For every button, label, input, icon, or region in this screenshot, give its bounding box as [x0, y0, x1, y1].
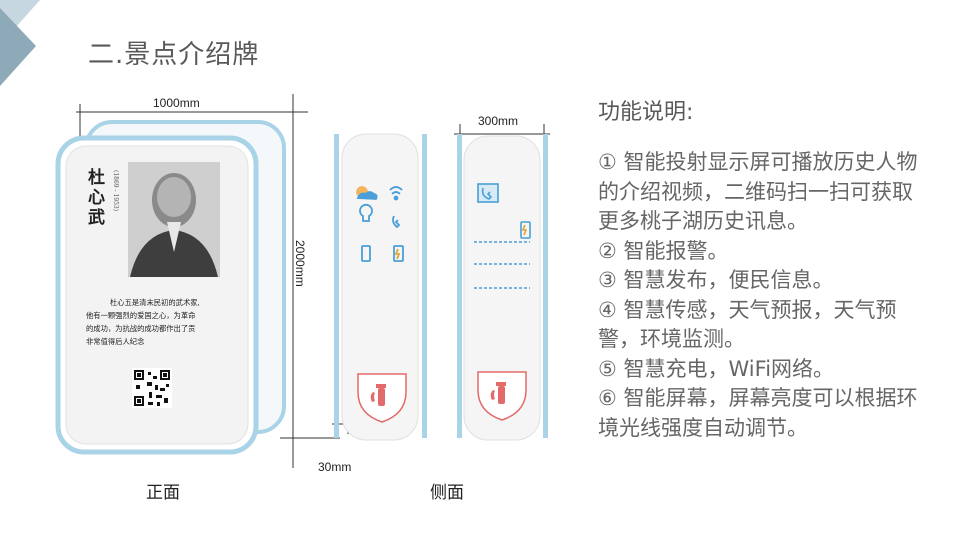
- bio-line: 杜心五是清末民初的武术家,: [110, 298, 200, 307]
- person-name: 杜心武: [88, 168, 105, 228]
- corner-decoration: [0, 0, 40, 86]
- function-item: ③ 智慧发布，便民信息。: [598, 268, 834, 292]
- front-view-drawing: [55, 94, 340, 468]
- height-dimension-label: 2000mm: [293, 240, 307, 287]
- function-item: ② 智能报警。: [598, 238, 729, 263]
- person-bio: 杜心五是清末民初的武术家, 他有一颗强烈的爱国之心，为革命 的成功，为抗战的成功…: [86, 296, 261, 348]
- function-item: ⑤ 智慧充电，WiFi网络。: [598, 356, 835, 381]
- function-item: ④ 智慧传感，天气预报，天气预警，环境监测。: [598, 297, 897, 352]
- bio-line: 的成功，为抗战的成功都作出了贡: [86, 324, 196, 333]
- function-item: ① 智能投射显示屏可播放历史人物的介绍视频，二维码扫一扫可获取更多桃子湖历史讯息…: [598, 150, 918, 233]
- side-view-caption: 侧面: [430, 483, 464, 503]
- width-dimension-label: 1000mm: [153, 96, 200, 110]
- side-view-drawing: [332, 124, 550, 441]
- function-list: ① 智能投射显示屏可播放历史人物的介绍视频，二维码扫一扫可获取更多桃子湖历史讯息…: [598, 148, 918, 443]
- slide-title: 二.景点介绍牌: [88, 40, 260, 70]
- bio-line: 他有一颗强烈的爱国之心，为革命: [86, 311, 196, 320]
- bio-line: 非常值得后人纪念: [86, 337, 145, 346]
- depth-dimension-label: 30mm: [318, 460, 352, 474]
- function-heading: 功能说明:: [598, 100, 694, 125]
- front-view-caption: 正面: [146, 483, 180, 503]
- side-width-label: 300mm: [478, 114, 519, 128]
- person-years: (1869 - 1953): [112, 170, 119, 212]
- function-item: ⑥ 智能屏幕，屏幕亮度可以根据环境光线强度自动调节。: [598, 386, 918, 440]
